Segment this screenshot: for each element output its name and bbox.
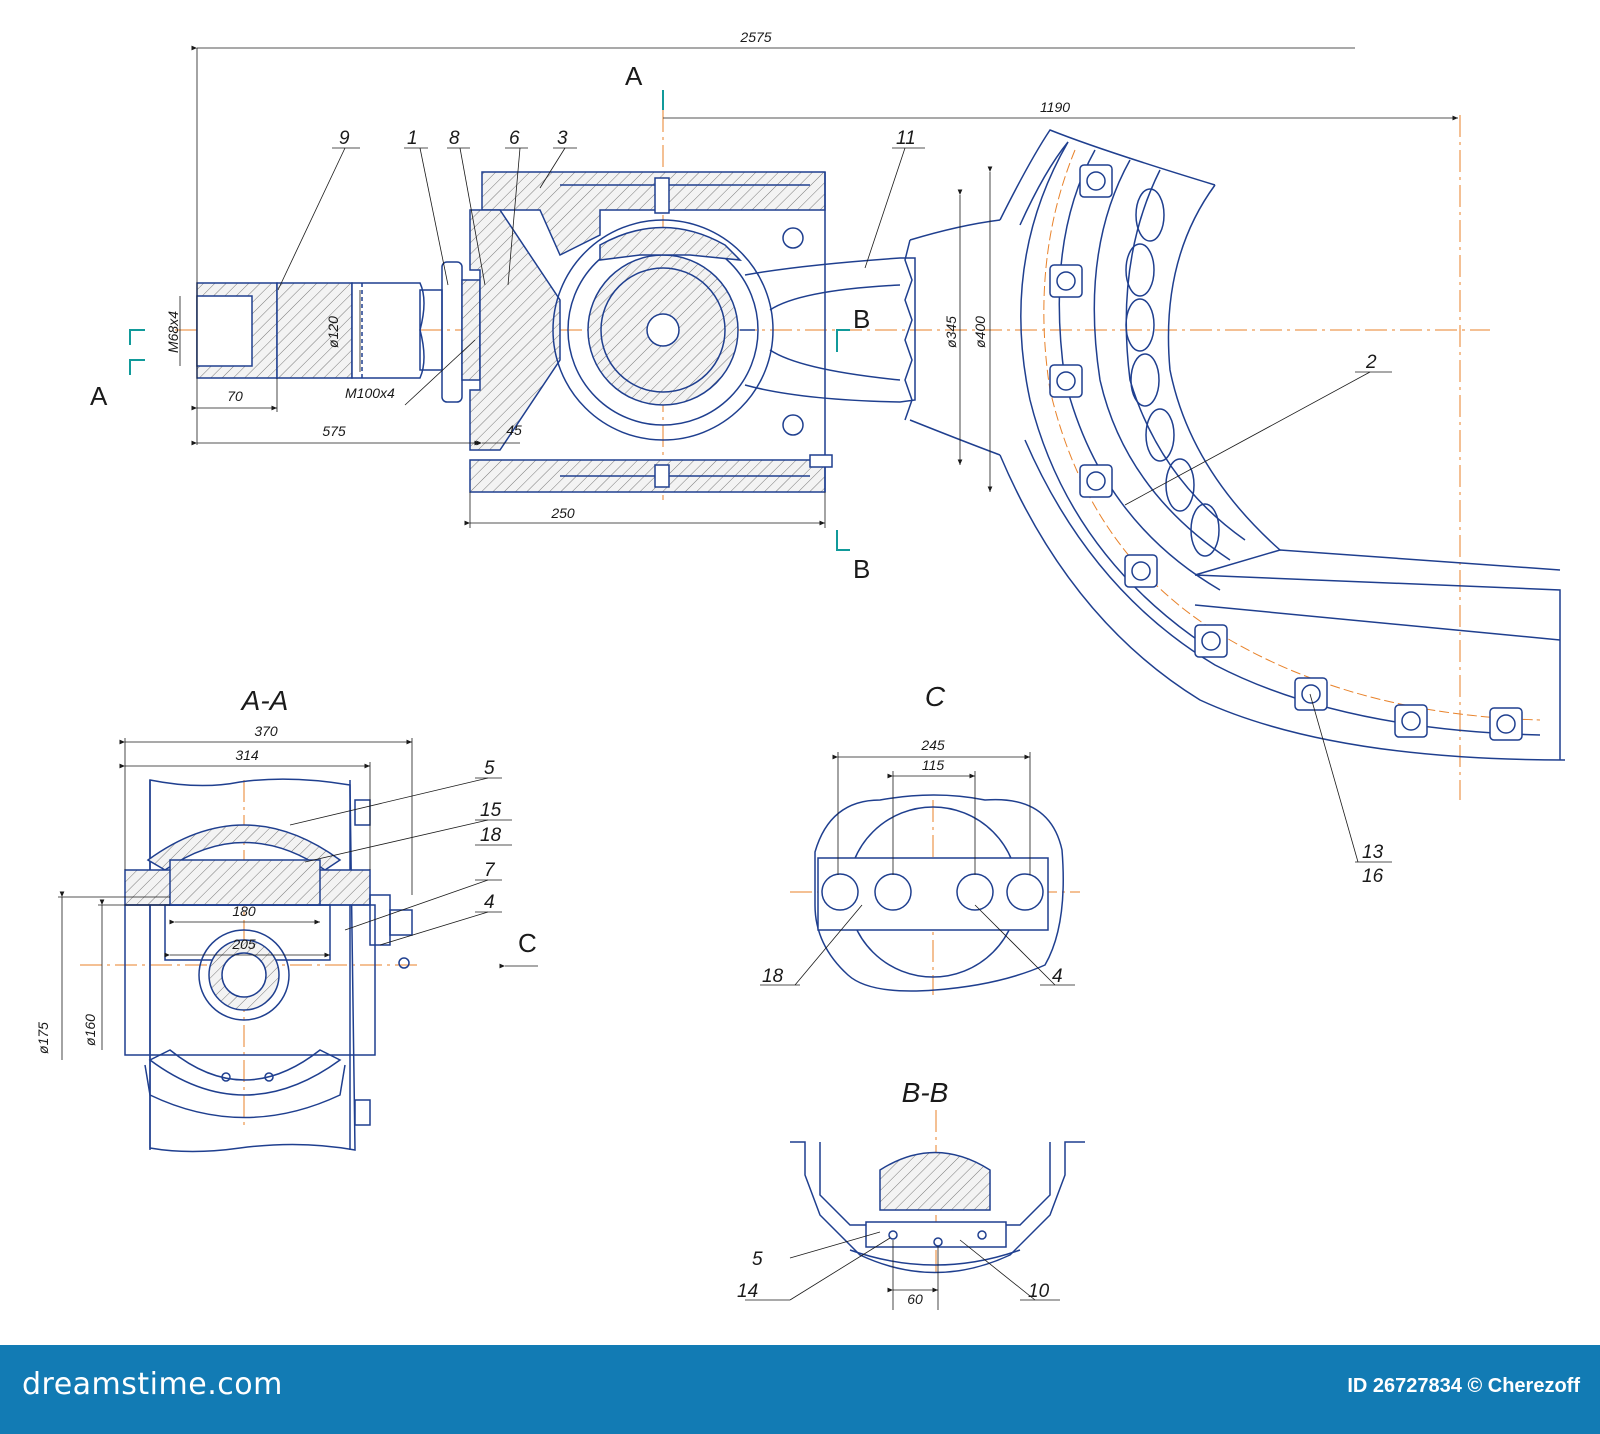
central-bearing [552,219,774,441]
section-aa-labels: A-A 370 314 180 205 ø175 ø160 5 15 18 7 … [35,685,537,1054]
callout-4-aa: 4 [484,892,495,913]
callout-14: 14 [737,1281,758,1302]
brand-logo-text[interactable]: dreamstime.com [22,1367,283,1402]
callout-10: 10 [1028,1281,1050,1302]
callout-6: 6 [509,128,520,149]
callout-5-bb: 5 [752,1249,763,1270]
cut-marker-a-left: A [90,381,108,411]
callout-18-aa: 18 [480,825,502,846]
dim-aa-370: 370 [254,723,278,739]
dim-len-250: 250 [550,505,575,521]
main-view [129,45,1566,863]
dim-aa-dia160: ø160 [82,1014,98,1046]
dim-len-575: 575 [322,423,346,439]
callout-7: 7 [484,860,496,881]
callout-11: 11 [896,128,916,149]
dim-thread-m68: M68x4 [165,311,181,353]
section-title-aa: A-A [240,685,289,716]
section-bb [745,1110,1085,1310]
section-bb-labels: B-B 60 5 14 10 [737,1077,1050,1307]
callout-8: 8 [449,128,460,149]
callout-16: 16 [1362,866,1384,887]
dim-c-115: 115 [922,757,945,773]
cut-marker-b-bottom: B [853,554,870,584]
dim-center-to-end: 1190 [1040,99,1070,115]
view-c-labels: C 245 115 18 4 [762,681,1063,987]
bolt-heads [1049,164,1523,741]
callout-4-c: 4 [1052,966,1063,987]
cut-markers [129,90,850,551]
leader-lines [277,147,1392,863]
housing [469,171,833,493]
dim-dia-345: ø345 [943,316,959,348]
dim-dia-120: ø120 [325,316,341,348]
section-aa [58,738,538,1153]
callout-2: 2 [1365,352,1377,373]
dim-len-45: 45 [506,422,522,438]
callout-1: 1 [407,128,418,149]
cut-marker-b-top: B [853,304,870,334]
dim-len-70: 70 [227,388,243,404]
dim-bb-60: 60 [907,1291,923,1307]
callout-13: 13 [1362,842,1384,863]
dim-thread-m100: M100x4 [345,385,395,401]
callout-9: 9 [339,128,350,149]
image-credit: ID 26727834 © Cherezoff [1347,1375,1580,1397]
callout-15: 15 [480,800,502,821]
dim-aa-314: 314 [235,747,259,763]
main-dimension-lines [179,45,1458,528]
engineering-drawing: 2575 1190 M68x4 ø120 M100x4 70 575 45 25… [35,29,1566,1310]
dim-aa-180: 180 [232,903,256,919]
threaded-rod [196,282,443,379]
main-view-labels: 2575 1190 M68x4 ø120 M100x4 70 575 45 25… [90,29,1384,887]
dim-aa-205: 205 [231,936,256,952]
cut-marker-a-top: A [625,61,643,91]
view-marker-c-aa: C [518,928,537,958]
view-c [760,752,1080,995]
dim-c-245: 245 [920,737,945,753]
dim-overall-length: 2575 [739,29,771,45]
arm [744,219,1001,456]
callout-5-aa: 5 [484,758,495,779]
large-ring [999,129,1566,761]
rollers [1125,188,1220,557]
dim-dia-400: ø400 [972,316,988,348]
section-title-c: C [925,681,946,712]
callout-18-c: 18 [762,966,784,987]
dim-aa-dia175: ø175 [35,1022,51,1054]
callout-3: 3 [557,128,568,149]
footer-bar: dreamstime.com ID 26727834 © Cherezoff [0,1345,1600,1434]
section-title-bb: B-B [902,1077,949,1108]
